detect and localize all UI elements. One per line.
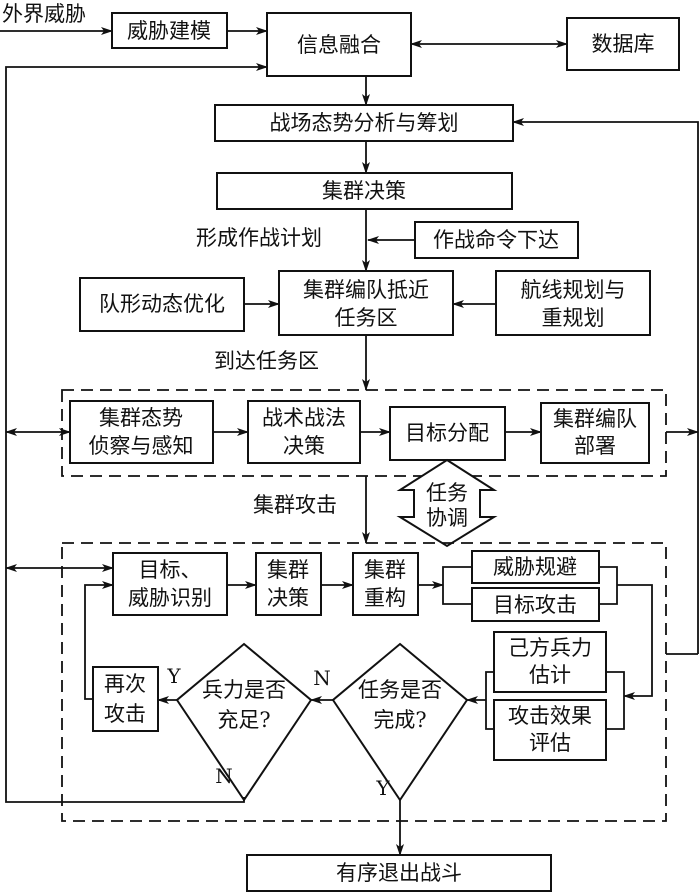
recon-label-1: 集群态势	[99, 406, 183, 430]
target-attack-label: 目标攻击	[493, 593, 577, 617]
identify-box	[112, 552, 228, 616]
recon-box	[69, 400, 214, 464]
target-attack-box	[471, 587, 600, 622]
external-threat-label: 外界威胁	[2, 2, 86, 26]
own-force-label-2: 估计	[529, 663, 571, 687]
no-label-task: N	[313, 666, 331, 690]
threat-avoid-label: 威胁规避	[493, 555, 577, 579]
bracket-left-assess	[485, 671, 494, 730]
situation-analysis-label: 战场态势分析与筹划	[270, 111, 459, 135]
effect-eval-label-2: 评估	[529, 731, 571, 755]
target-alloc-box	[389, 406, 506, 461]
info-fusion-box	[266, 12, 412, 77]
yes-label-task: Y	[375, 776, 390, 800]
tactics-label-2: 决策	[283, 434, 325, 458]
own-force-box	[493, 631, 607, 693]
yes-label-force: Y	[166, 664, 181, 688]
cluster-attack-label: 集群攻击	[253, 493, 337, 517]
force-ok-label-2: 充足?	[217, 708, 270, 732]
task-done-label-2: 完成?	[373, 708, 426, 732]
deploy-label-2: 部署	[574, 434, 616, 458]
decide-label-1: 集群	[267, 558, 309, 582]
coord-label-2: 协调	[426, 506, 468, 530]
feedback-line-right	[512, 118, 699, 654]
reconfig-box	[352, 552, 419, 616]
exit-label: 有序退出战斗	[336, 861, 462, 885]
task-coordination-double-arrow	[396, 458, 498, 548]
attack-group-frame	[61, 542, 667, 822]
effect-eval-label-1: 攻击效果	[508, 704, 592, 728]
info-fusion-label: 信息融合	[297, 33, 381, 57]
route-plan-box	[495, 270, 651, 336]
bracket-right-actions	[599, 566, 618, 605]
effect-eval-box	[493, 699, 607, 761]
formation-opt-box	[79, 277, 245, 332]
reattack-label-2: 攻击	[104, 702, 146, 726]
combat-order-box	[414, 221, 579, 259]
arrow-reattack-to-identify	[84, 581, 114, 700]
no-label-force: N	[215, 764, 233, 788]
exit-box	[246, 854, 552, 892]
decide-label-2: 决策	[267, 586, 309, 610]
own-force-label-1: 己方兵力	[508, 636, 592, 660]
arrow-actions-to-assessment	[617, 584, 653, 700]
approach-label-1: 集群编队抵近	[303, 278, 429, 302]
tactics-box	[247, 400, 361, 464]
approach-label-2: 任务区	[335, 306, 398, 330]
identify-label-2: 威胁识别	[128, 586, 212, 610]
arrow-force-no-to-feedback	[5, 772, 245, 803]
route-plan-label-2: 重规划	[542, 306, 605, 330]
bracket-left-actions	[442, 566, 472, 605]
database-label: 数据库	[592, 32, 655, 56]
database-box	[566, 17, 680, 71]
recon-label-2: 侦察与感知	[89, 434, 194, 458]
formation-opt-label: 队形动态优化	[99, 292, 225, 316]
force-ok-label-1: 兵力是否	[202, 678, 286, 702]
identify-label-1: 目标、	[139, 558, 202, 582]
feedback-line-left	[5, 63, 268, 772]
bracket-right-assess	[606, 671, 625, 730]
target-alloc-label: 目标分配	[405, 421, 489, 445]
form-plan-label: 形成作战计划	[196, 226, 322, 250]
task-done-label-1: 任务是否	[358, 678, 442, 702]
reconfig-label-1: 集群	[364, 558, 406, 582]
cluster-decision-top-label: 集群决策	[322, 179, 406, 203]
threat-modeling-label: 威胁建模	[127, 19, 211, 43]
tactics-label-1: 战术战法	[262, 406, 346, 430]
route-plan-label-1: 航线规划与	[521, 278, 626, 302]
reconfig-label-2: 重构	[364, 586, 406, 610]
combat-order-label: 作战命令下达	[433, 228, 559, 252]
coord-label-1: 任务	[426, 481, 468, 505]
arrive-label: 到达任务区	[214, 349, 319, 373]
reattack-label-1: 再次	[104, 672, 146, 696]
decide-box	[255, 552, 322, 616]
cluster-decision-top-box	[216, 172, 513, 210]
threat-avoid-box	[471, 550, 600, 584]
deploy-label-1: 集群编队	[553, 407, 637, 431]
deploy-box	[540, 402, 650, 464]
reattack-box	[92, 666, 159, 732]
